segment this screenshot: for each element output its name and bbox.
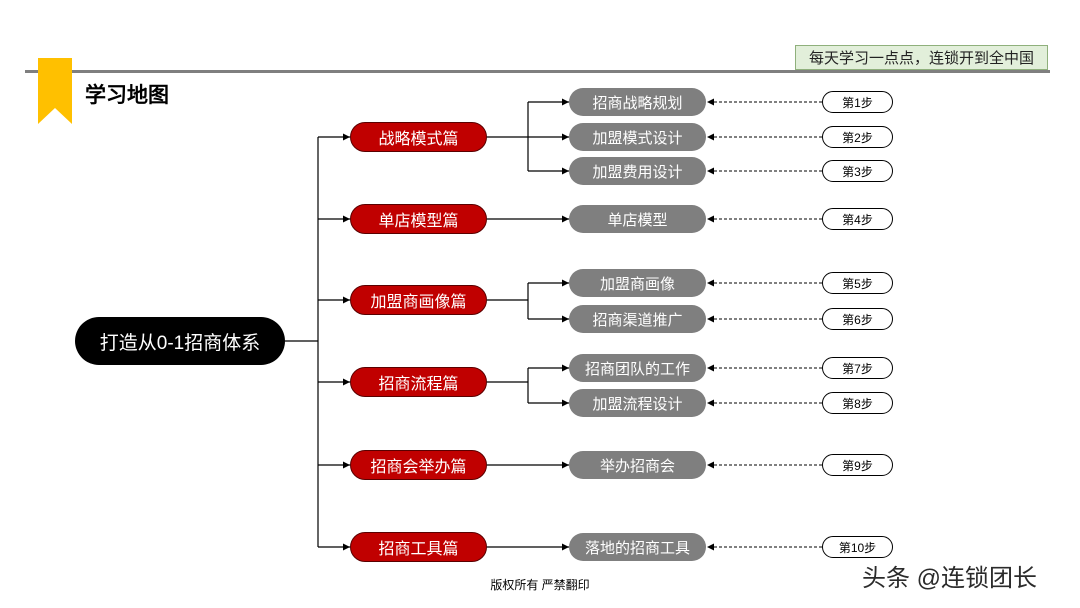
step-badge: 第1步 bbox=[822, 91, 893, 113]
step-badge: 第4步 bbox=[822, 208, 893, 230]
topic-team-work: 招商团队的工作 bbox=[569, 354, 706, 382]
step-badge: 第6步 bbox=[822, 308, 893, 330]
page-title: 学习地图 bbox=[85, 84, 169, 107]
branch-franchisee-profile: 加盟商画像篇 bbox=[350, 285, 487, 315]
step-badge: 第8步 bbox=[822, 392, 893, 414]
step-badge: 第7步 bbox=[822, 357, 893, 379]
step-badge: 第9步 bbox=[822, 454, 893, 476]
slogan-banner: 每天学习一点点，连锁开到全中国 bbox=[795, 45, 1048, 70]
branch-strategy-mode: 战略模式篇 bbox=[350, 122, 487, 152]
branch-recruitment-process: 招商流程篇 bbox=[350, 367, 487, 397]
topic-franchise-model-design: 加盟模式设计 bbox=[569, 123, 706, 151]
step-badge: 第2步 bbox=[822, 126, 893, 148]
watermark: 头条 @连锁团长 bbox=[862, 565, 1038, 592]
root-node: 打造从0-1招商体系 bbox=[75, 317, 285, 365]
topic-recruitment-tools: 落地的招商工具 bbox=[569, 533, 706, 561]
branch-recruitment-conference: 招商会举办篇 bbox=[350, 450, 487, 480]
step-badge: 第5步 bbox=[822, 272, 893, 294]
topic-franchisee-profile: 加盟商画像 bbox=[569, 269, 706, 297]
topic-hold-conference: 举办招商会 bbox=[569, 451, 706, 479]
bookmark-icon bbox=[38, 58, 72, 124]
branch-recruitment-tools: 招商工具篇 bbox=[350, 532, 487, 562]
step-badge: 第10步 bbox=[822, 536, 893, 558]
header-divider bbox=[25, 70, 1050, 73]
step-badge: 第3步 bbox=[822, 160, 893, 182]
topic-franchise-process-design: 加盟流程设计 bbox=[569, 389, 706, 417]
copyright-footer: 版权所有 严禁翻印 bbox=[490, 578, 590, 592]
topic-channel-promotion: 招商渠道推广 bbox=[569, 305, 706, 333]
branch-single-store-model: 单店模型篇 bbox=[350, 204, 487, 234]
topic-strategy-planning: 招商战略规划 bbox=[569, 88, 706, 116]
topic-franchise-fee-design: 加盟费用设计 bbox=[569, 157, 706, 185]
topic-single-store-model: 单店模型 bbox=[569, 205, 706, 233]
